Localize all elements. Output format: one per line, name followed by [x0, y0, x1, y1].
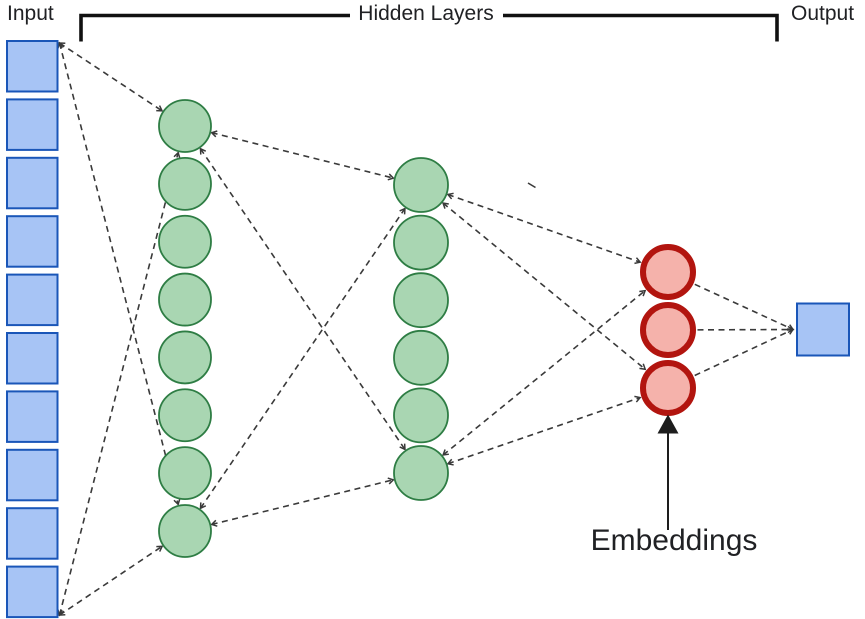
hidden-layer-1-neuron: [158, 388, 212, 443]
input-node: [6, 215, 59, 268]
connector-line: [446, 395, 642, 466]
input-node: [6, 332, 59, 385]
hidden-layer-2-layer: [393, 157, 449, 501]
embeddings-neuron: [640, 360, 696, 416]
hidden-layer-1-layer: [158, 99, 212, 558]
hidden-layers-label: Hidden Layers: [358, 2, 494, 25]
embeddings-neuron: [640, 244, 696, 300]
connector-line: [694, 283, 795, 331]
output-layer: [796, 302, 850, 357]
embeddings-layer: [640, 244, 696, 416]
connector-line: [57, 151, 181, 617]
input-label: Input: [7, 2, 54, 25]
hidden-layer-1-neuron: [158, 272, 212, 327]
connector-line: [441, 289, 647, 456]
embeddings-label: Embeddings: [590, 524, 758, 557]
hidden-layer-1-neuron: [158, 330, 212, 385]
hidden-layer-2-neuron: [393, 387, 449, 444]
connector-line: [57, 41, 181, 506]
connector-line: [210, 477, 395, 527]
hidden-layer-2-neuron: [393, 157, 449, 213]
hidden-layer-1-neuron: [158, 504, 212, 558]
hidden-layer-2-neuron: [393, 329, 449, 386]
hidden-layer-1-neuron: [158, 446, 212, 501]
output-node: [796, 302, 850, 357]
embeddings-neuron: [640, 302, 696, 358]
input-node: [6, 273, 59, 327]
hidden-layer-2-neuron: [393, 214, 449, 271]
arrowhead-icon: [657, 414, 679, 434]
input-node: [6, 448, 59, 502]
connector-line: [58, 545, 164, 616]
input-node: [6, 98, 59, 151]
input-node: [6, 390, 59, 443]
stray-dash: [527, 182, 536, 189]
connector-line: [58, 42, 164, 112]
input-node: [6, 507, 59, 560]
hidden-layer-1-neuron: [158, 156, 212, 211]
input-node: [6, 156, 59, 210]
output-label: Output: [791, 2, 855, 25]
hidden-layer-2-neuron: [393, 445, 449, 501]
connector-line: [199, 207, 406, 510]
input-layer: [6, 40, 59, 619]
hidden-layer-2-neuron: [393, 272, 449, 329]
hidden-layer-1-neuron: [158, 214, 212, 269]
input-node: [6, 40, 59, 93]
connector-lines: [57, 41, 795, 617]
input-node: [6, 565, 59, 619]
connector-line: [199, 147, 406, 451]
connector-line: [210, 130, 395, 181]
embeddings-arrow: [657, 414, 679, 530]
connector-line: [694, 328, 795, 377]
connector-line: [446, 192, 642, 265]
hidden-layers-bracket: [79, 13, 779, 42]
hidden-layer-1-neuron: [158, 99, 212, 153]
connector-line: [441, 202, 647, 371]
